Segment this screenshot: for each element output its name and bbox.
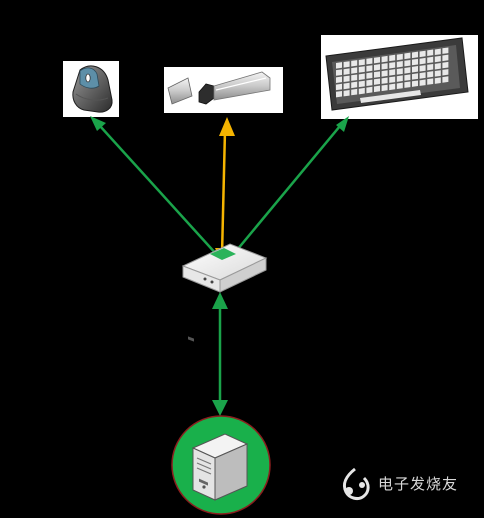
link-hub-mouse [90, 116, 225, 264]
keyboard-node [321, 35, 478, 119]
keyboard-key [343, 61, 350, 68]
mouse-icon [72, 65, 113, 113]
usb-drive-icon [167, 71, 271, 105]
arrowhead-hub-from-host [212, 292, 228, 309]
keyboard-key [419, 57, 426, 65]
keyboard-key [366, 57, 373, 65]
keyboard-key [434, 48, 441, 56]
keyboard-key [358, 66, 365, 73]
keyboard-key [396, 53, 403, 61]
host-computer-node [171, 415, 271, 515]
keyboard-key [396, 61, 403, 68]
keyboard-key [381, 55, 388, 63]
keyboard-key [343, 82, 350, 90]
watermark: 电子发烧友 [336, 462, 476, 506]
keyboard-key [427, 56, 434, 64]
keyboard-key [412, 58, 418, 66]
keyboard-key [374, 71, 380, 78]
keyboard-key [366, 79, 373, 87]
keyboard-key [442, 61, 449, 69]
keyboard-key [358, 59, 365, 66]
keyboard-key [351, 81, 358, 89]
arrowhead-usb-drive [219, 117, 235, 136]
keyboard-key [412, 80, 418, 87]
keyboard-key [381, 70, 388, 77]
keyboard-key [351, 67, 358, 74]
keyboard-key [434, 70, 441, 77]
keyboard-key [427, 63, 434, 71]
keyboard-key [389, 76, 396, 83]
keyboard-key [442, 69, 449, 76]
arrowhead-host [212, 400, 228, 416]
keyboard-key [374, 56, 380, 64]
hub-node [181, 243, 268, 342]
keyboard-key [442, 76, 449, 83]
keyboard-key [351, 88, 358, 96]
keyboard-key [434, 55, 441, 63]
keyboard-icon [325, 37, 469, 111]
keyboard-key [381, 63, 388, 70]
keyboard-key [404, 67, 411, 74]
keyboard-key [336, 90, 342, 98]
keyboard-key [419, 72, 426, 79]
keyboard-key [427, 78, 434, 85]
usb-hub-icon [181, 243, 268, 342]
keyboard-key [389, 54, 396, 62]
keyboard-key [442, 54, 449, 62]
computer-tower-icon [191, 433, 249, 501]
keyboard-key [366, 72, 373, 79]
mouse-node [63, 61, 119, 117]
keyboard-key [351, 60, 358, 67]
keyboard-key [396, 75, 403, 82]
keyboard-key [336, 69, 342, 76]
keyboard-key [442, 47, 449, 54]
link-hub-keyboard [226, 116, 349, 264]
keyboard-key [343, 68, 350, 75]
keyboard-key [336, 76, 342, 83]
keyboard-key [374, 64, 380, 71]
keyboard-key [381, 77, 388, 84]
keyboard-key [351, 74, 358, 81]
keyboard-key [419, 65, 426, 72]
link-hub-host [212, 292, 228, 416]
keyboard-key [396, 68, 403, 75]
keyboard-key [374, 85, 380, 93]
arrowhead-mouse [90, 116, 106, 131]
keyboard-key [434, 63, 441, 70]
watermark-text: 电子发烧友 [378, 475, 459, 493]
keyboard-key [389, 83, 396, 91]
keyboard-key [396, 82, 403, 90]
keyboard-key [412, 51, 418, 59]
keyboard-key [419, 79, 426, 86]
keyboard-key [343, 90, 350, 97]
keyboard-key [412, 73, 418, 80]
keyboard-key [434, 77, 441, 84]
keyboard-key [404, 59, 411, 67]
keyboard-key [358, 73, 365, 80]
keyboard-key [366, 86, 373, 94]
keyboard-key [358, 80, 365, 88]
usb-drive-node [164, 67, 283, 113]
keyboard-key [412, 66, 418, 73]
keyboard-key [404, 74, 411, 81]
keyboard-key [358, 87, 365, 95]
keyboard-key [419, 50, 426, 58]
keyboard-key [374, 78, 380, 85]
keyboard-key [381, 84, 388, 92]
keyboard-key [336, 62, 342, 69]
keyboard-key [366, 65, 373, 72]
keyboard-key [343, 75, 350, 83]
arrowhead-keyboard [336, 116, 349, 132]
link-hub-usb-drive [215, 117, 235, 264]
keyboard-key [404, 52, 411, 60]
keyboard-key [336, 83, 342, 91]
watermark-logo-icon [342, 467, 370, 501]
keyboard-keys [336, 47, 449, 98]
keyboard-key [427, 49, 434, 56]
keyboard-key [389, 69, 396, 76]
keyboard-key [404, 81, 411, 88]
keyboard-key [427, 71, 434, 78]
keyboard-key [389, 62, 396, 69]
